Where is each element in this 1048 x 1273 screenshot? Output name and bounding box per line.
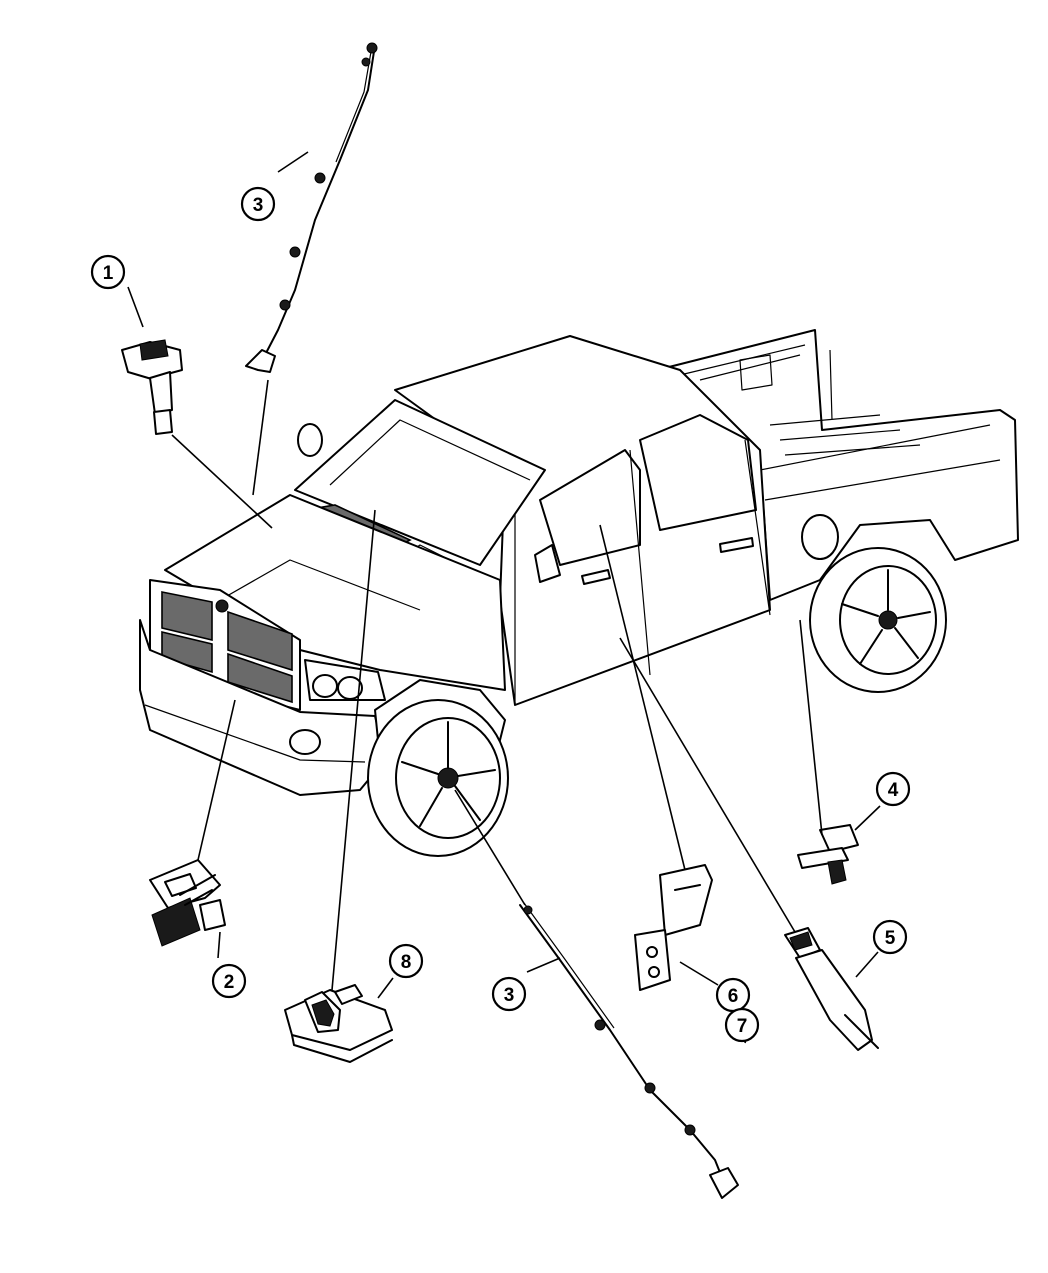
callout-3-upper-label: 3 bbox=[253, 195, 264, 216]
callout-2: 2 bbox=[211, 963, 247, 999]
callout-6-label: 6 bbox=[728, 986, 739, 1007]
callout-3-lower: 3 bbox=[491, 976, 527, 1012]
part-4-illustration bbox=[797, 824, 859, 885]
callout-8: 8 bbox=[388, 943, 424, 979]
rear-wheel bbox=[809, 547, 947, 693]
callout-1: 1 bbox=[90, 254, 126, 290]
callout-1-label: 1 bbox=[103, 263, 114, 284]
part-5-illustration bbox=[784, 927, 879, 1051]
callout-4: 4 bbox=[875, 771, 911, 807]
windshield bbox=[294, 399, 546, 566]
leader-lines bbox=[127, 151, 881, 1044]
front-wheel bbox=[367, 699, 509, 857]
part-3-lower-illustration bbox=[519, 902, 739, 1199]
callout-4-label: 4 bbox=[888, 780, 899, 801]
grille bbox=[149, 579, 301, 711]
callout-5: 5 bbox=[872, 919, 908, 955]
truck-cab bbox=[394, 335, 771, 706]
callout-8-label: 8 bbox=[401, 952, 412, 973]
part-1-illustration bbox=[121, 339, 183, 435]
callout-6: 6 bbox=[715, 977, 751, 1013]
callout-5-label: 5 bbox=[885, 928, 896, 949]
callout-7: 7 bbox=[724, 1007, 760, 1043]
part-2-illustration bbox=[149, 859, 226, 947]
side-mirror bbox=[297, 423, 323, 457]
pickup-truck-illustration bbox=[139, 329, 1019, 857]
callout-3-upper: 3 bbox=[240, 186, 276, 222]
callout-3-lower-label: 3 bbox=[504, 985, 515, 1006]
headlight bbox=[304, 659, 386, 701]
callout-2-label: 2 bbox=[224, 972, 235, 993]
truck-bed bbox=[664, 329, 1019, 601]
part-6-illustration bbox=[634, 864, 713, 991]
part-3-upper-illustration bbox=[245, 42, 378, 373]
part-8-illustration bbox=[284, 984, 393, 1063]
callout-7-label: 7 bbox=[737, 1016, 748, 1037]
